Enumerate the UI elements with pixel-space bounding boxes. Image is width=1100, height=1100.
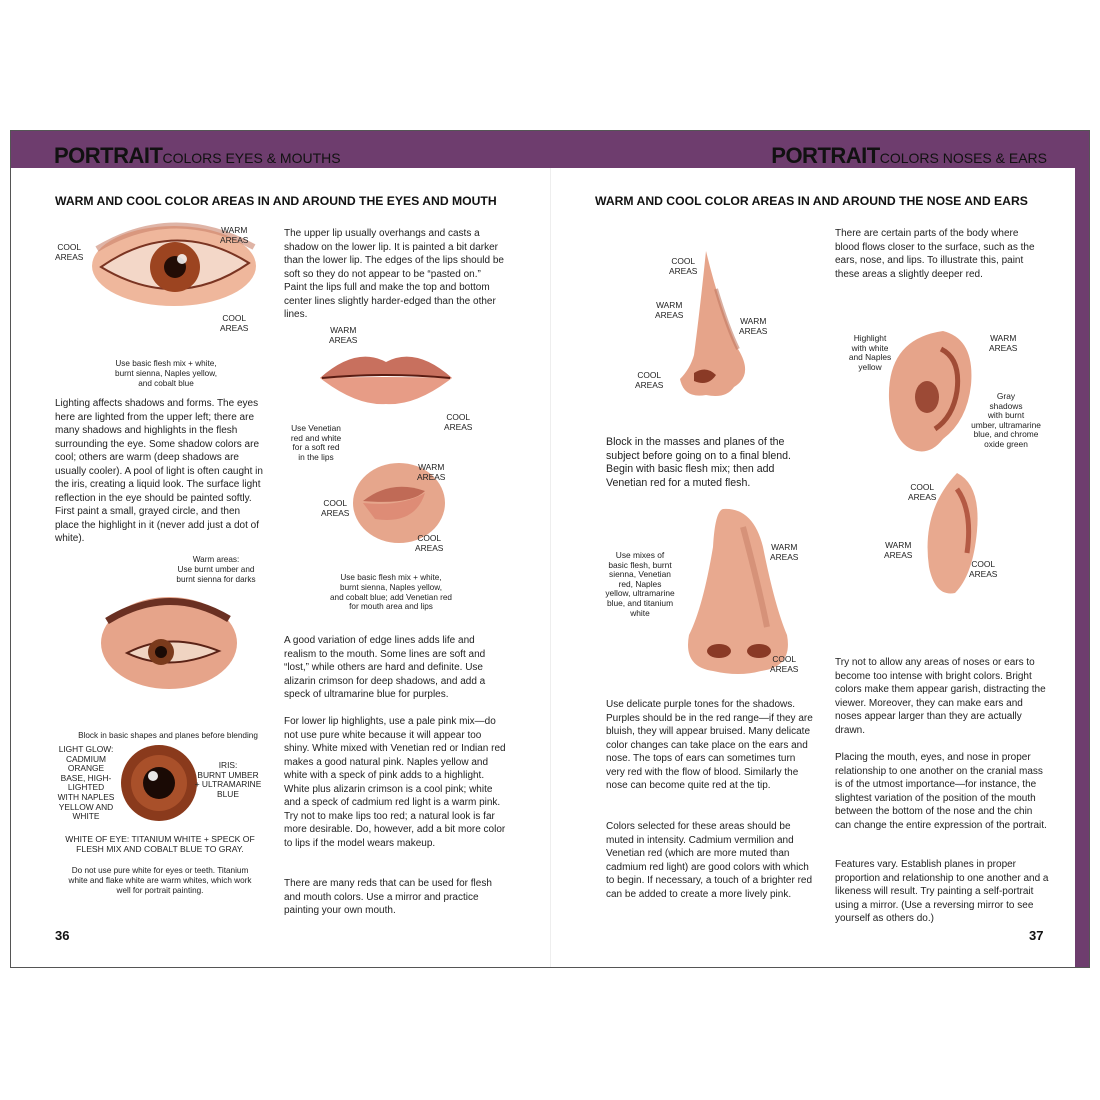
nose1-cool-label-bottom: COOL AREAS	[635, 370, 664, 390]
nose-illustration-profile	[680, 251, 746, 396]
lips2-cool-label-right: COOL AREAS	[415, 533, 444, 553]
right-page-number: 37	[1029, 928, 1044, 943]
lips1-cool-label: COOL AREAS	[444, 412, 473, 432]
lips1-venetian-note: Use Venetian red and white for a soft re…	[290, 423, 342, 462]
para-lighting: Lighting affects shadows and forms. The …	[55, 398, 263, 544]
right-header-bold: PORTRAIT	[771, 143, 880, 168]
eye-illustration-angle	[101, 597, 237, 689]
white-of-eye-note: WHITE OF EYE: TITANIUM WHITE + SPECK OF …	[65, 834, 255, 854]
book-spread: PORTRAITCOLORS EYES & MOUTHS WARM AND CO…	[10, 130, 1090, 968]
ear-illustration-side	[888, 331, 972, 452]
ear2-cool-label: COOL AREAS	[908, 482, 937, 502]
left-page-number: 36	[55, 928, 70, 943]
para-intense: Try not to allow any areas of noses or e…	[835, 657, 1046, 736]
ear1-highlight-note: Highlight with white and Naples yellow	[848, 333, 892, 372]
nose2-mixes-note: Use mixes of basic flesh, burnt sienna, …	[605, 550, 675, 618]
left-running-head: PORTRAITCOLORS EYES & MOUTHS	[54, 143, 341, 169]
left-header-bold: PORTRAIT	[54, 143, 163, 168]
lips2-warm-label: WARM AREAS	[417, 462, 446, 482]
para-features: Features vary. Establish planes in prope…	[835, 859, 1049, 924]
ear1-warm-label: WARM AREAS	[989, 333, 1018, 353]
nose1-warm-label-left: WARM AREAS	[655, 300, 684, 320]
para-upper-lip: The upper lip usually overhangs and cast…	[284, 228, 504, 320]
header-band	[11, 131, 1089, 168]
right-edge-band	[1075, 168, 1089, 967]
nose1-warm-label-right: WARM AREAS	[739, 316, 768, 336]
eye2-top-caption: Warm areas: Use burnt umber and burnt si…	[176, 555, 256, 584]
lips2-cool-label-left: COOL AREAS	[321, 498, 350, 518]
nose2-cool-label: COOL AREAS	[770, 654, 799, 674]
ear1-gray-note: Gray shadows with burnt umber, ultramari…	[971, 391, 1041, 449]
para-block: Block in the masses and planes of the su…	[606, 436, 791, 489]
para-purple: Use delicate purple tones for the shadow…	[606, 699, 813, 791]
ear2-warm-label: WARM AREAS	[884, 540, 913, 560]
eye1-warm-label: WARM AREAS	[220, 225, 249, 245]
eye2-caption: Block in basic shapes and planes before …	[78, 731, 258, 740]
pure-white-note: Do not use pure white for eyes or teeth.…	[68, 866, 252, 895]
para-colors: Colors selected for these areas should b…	[606, 821, 813, 900]
right-header-light: COLORS NOSES & EARS	[879, 150, 1047, 166]
iris-label: IRIS: BURNT UMBER + ULTRAMARINE BLUE	[194, 760, 262, 799]
nose2-warm-label: WARM AREAS	[770, 542, 799, 562]
lips-illustration-angle	[353, 463, 445, 543]
para-reds: There are many reds that can be used for…	[284, 878, 492, 916]
lips-illustration-front	[320, 356, 452, 405]
para-edges: A good variation of edge lines adds life…	[284, 635, 486, 700]
nose1-cool-label-top: COOL AREAS	[669, 256, 698, 276]
eye1-caption: Use basic flesh mix + white, burnt sienn…	[115, 359, 217, 388]
page-gutter	[550, 168, 551, 967]
para-placing: Placing the mouth, eyes, and nose in pro…	[835, 752, 1047, 831]
eye1-cool-label-left: COOL AREAS	[55, 242, 84, 262]
eye-illustration-front	[92, 222, 256, 306]
right-running-head: PORTRAITCOLORS NOSES & EARS	[771, 143, 1047, 169]
ear-illustration-back	[927, 473, 978, 594]
iris-illustration	[121, 745, 197, 821]
nose-illustration-front	[688, 508, 788, 674]
eye1-cool-label-right: COOL AREAS	[220, 313, 249, 333]
light-glow-label: LIGHT GLOW: CADMIUM ORANGE BASE, HIGH- L…	[57, 744, 115, 822]
left-header-light: COLORS EYES & MOUTHS	[162, 150, 341, 166]
ear2-cool-label-right: COOL AREAS	[969, 559, 998, 579]
para-blood: There are certain parts of the body wher…	[835, 228, 1035, 280]
right-heading: WARM AND COOL COLOR AREAS IN AND AROUND …	[595, 194, 1028, 208]
para-lower-lip: For lower lip highlights, use a pale pin…	[284, 716, 506, 849]
left-heading: WARM AND COOL COLOR AREAS IN AND AROUND …	[55, 194, 497, 208]
lips-caption: Use basic flesh mix + white, burnt sienn…	[329, 573, 452, 612]
lips1-warm-label: WARM AREAS	[329, 325, 358, 345]
